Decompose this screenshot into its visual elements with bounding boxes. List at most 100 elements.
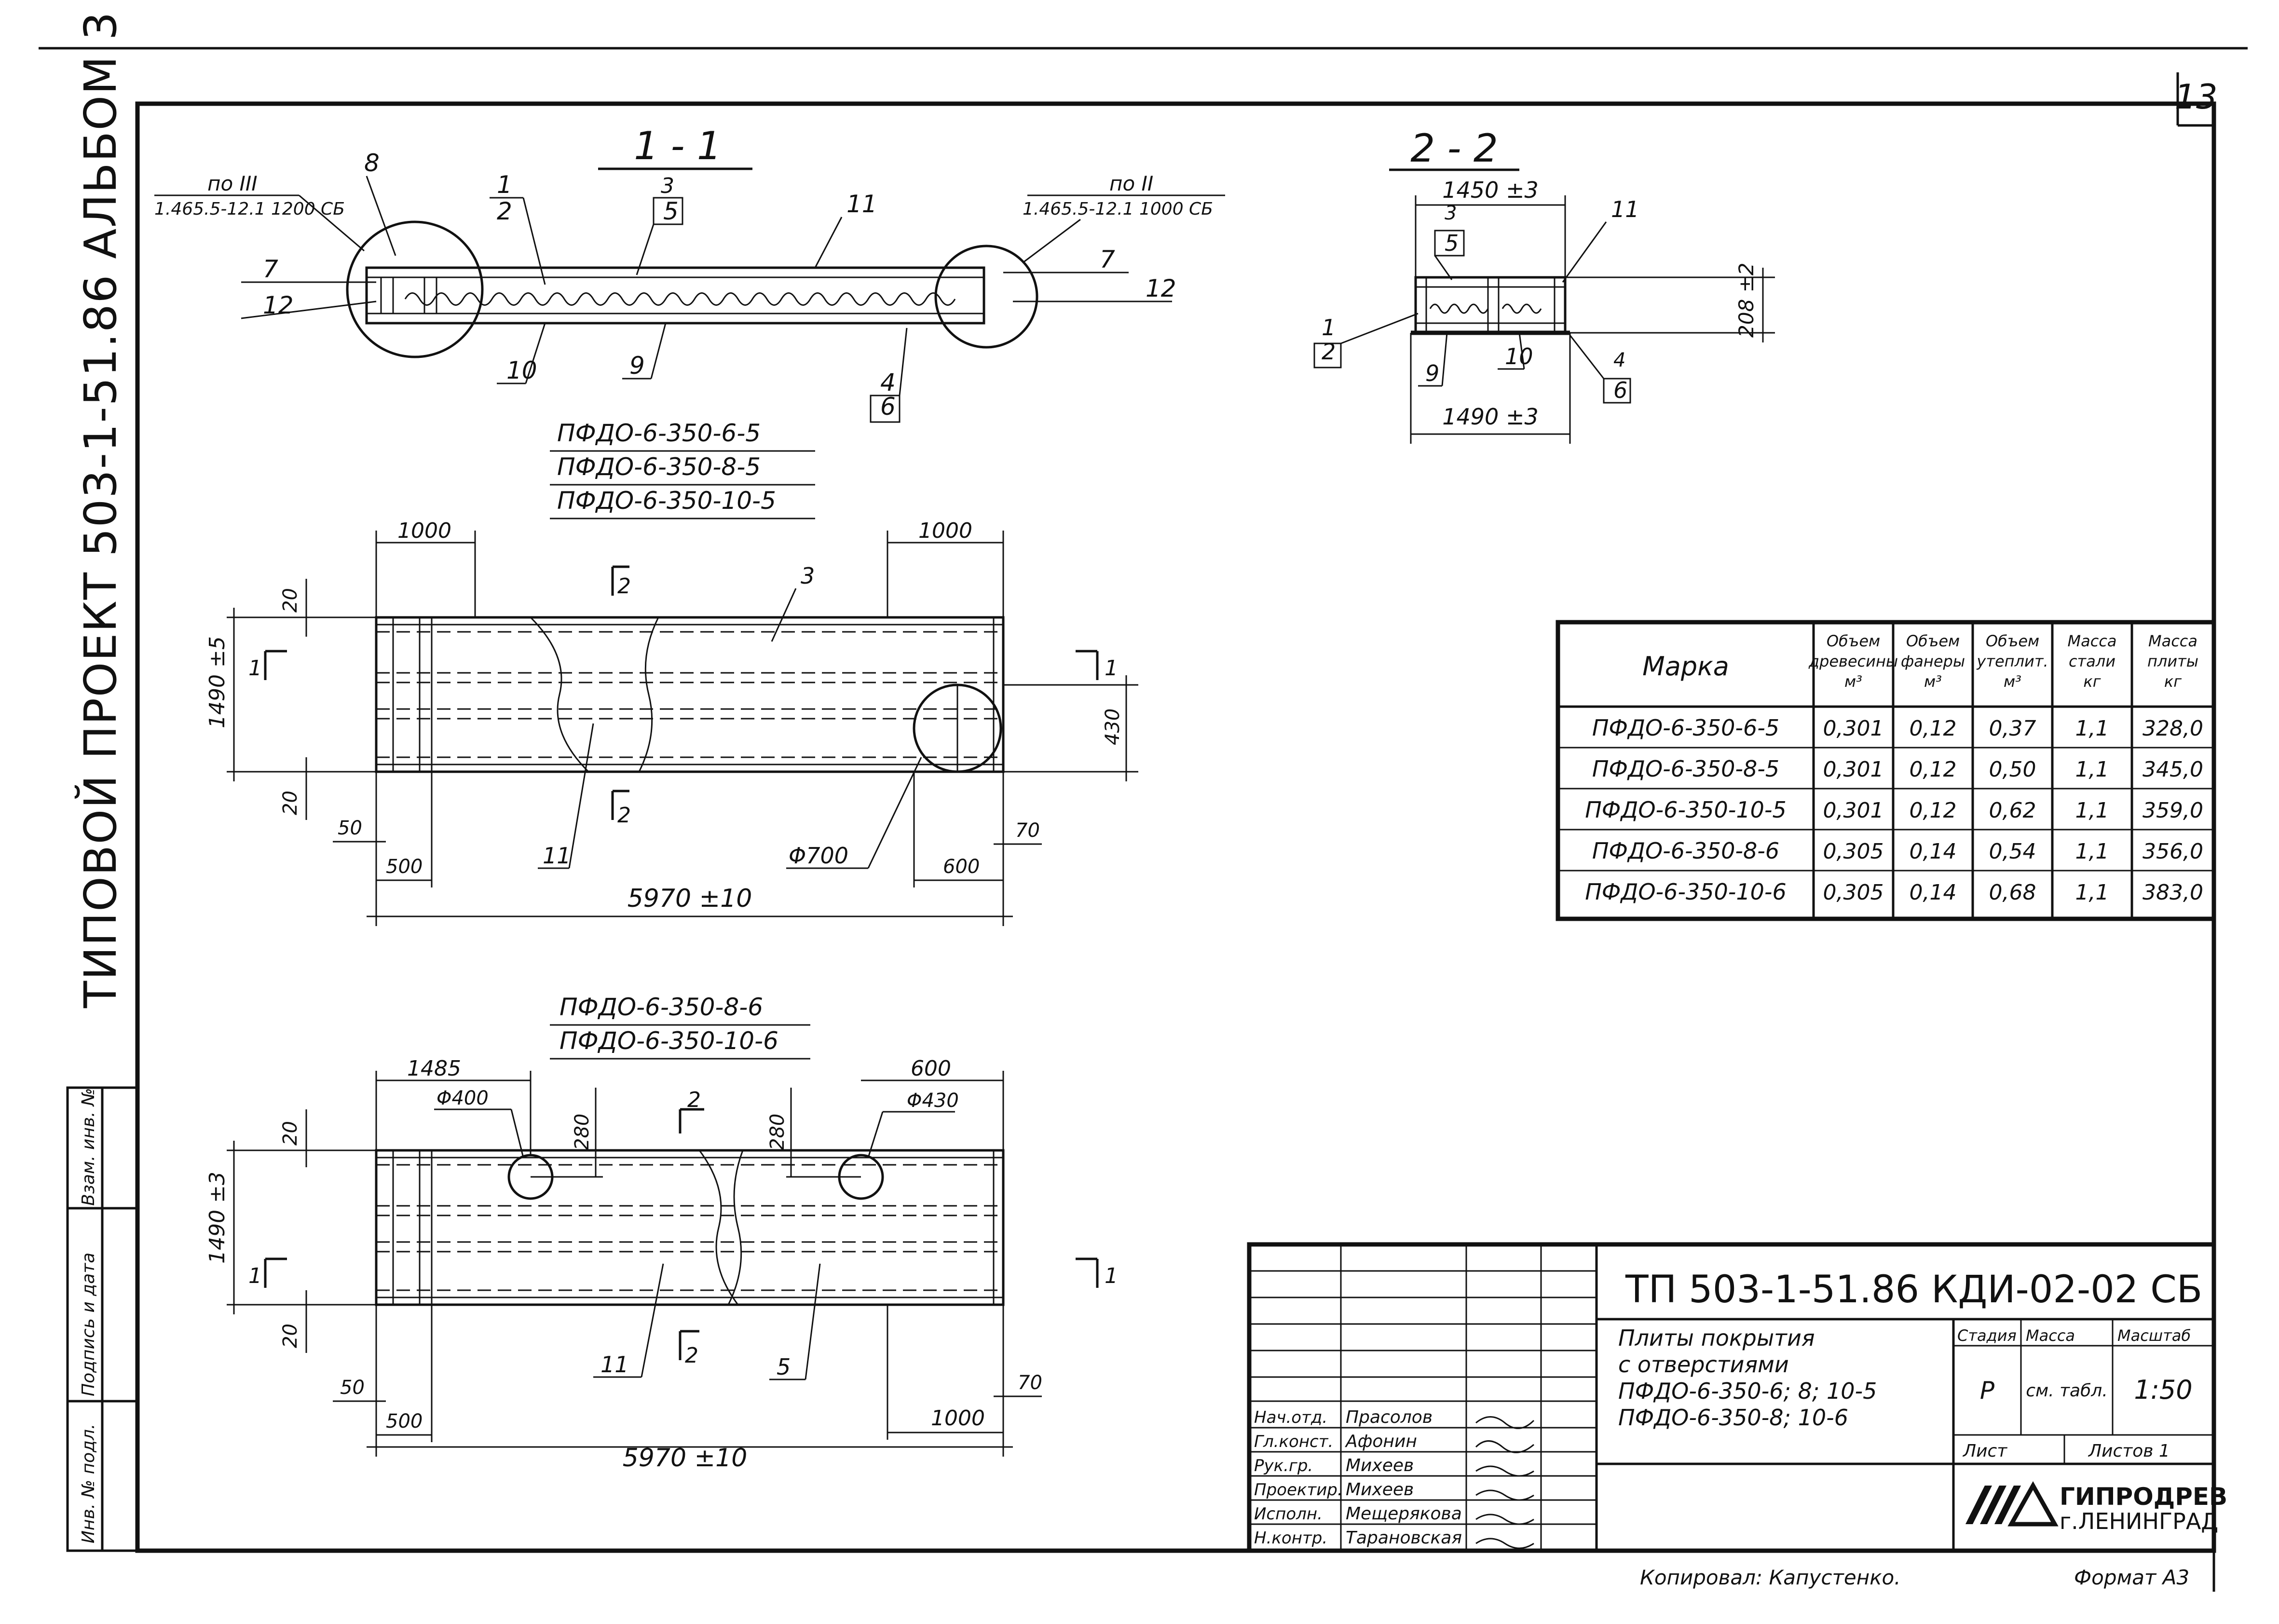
spec-header-3-line-2: м³	[2004, 672, 2021, 691]
plan-1-dim-600: 600	[943, 856, 980, 878]
section-1-title: 1 - 1	[634, 123, 722, 168]
s2-callout-3: 3	[1445, 202, 1457, 224]
section-1-1: 1 - 1 по III 1.465.5-12.1 1200 СБ по II …	[154, 123, 1225, 423]
callout-5: 5	[663, 197, 679, 225]
spec-cell-r0-c3: 0,37	[1989, 716, 2036, 741]
s2-callout-1: 1	[1322, 314, 1336, 341]
spec-cell-r1-c2: 0,12	[1910, 757, 1957, 782]
spec-header-4-line-1: стали	[2069, 652, 2115, 670]
plan-2-mark-1: ПФДО-6-350-8-6	[560, 993, 763, 1021]
spec-header-5-line-1: плиты	[2147, 652, 2198, 670]
plan-2-sec1-left: 1	[248, 1264, 262, 1288]
spec-cell-r1-c4: 1,1	[2075, 757, 2109, 782]
title-sheets: Листов 1	[2088, 1441, 2170, 1461]
title-scale: 1:50	[2134, 1375, 2192, 1405]
plan-2-dim-70: 70	[1018, 1372, 1042, 1394]
staff-name-2: Михеев	[1346, 1456, 1414, 1475]
spec-cell-r4-c5: 383,0	[2143, 880, 2203, 905]
spec-cell-r4-c1: 0,305	[1823, 880, 1884, 905]
title-city: г.ЛЕНИНГРАД	[2060, 1508, 2218, 1534]
callout-4: 4	[880, 368, 896, 396]
spec-header-1-line-2: м³	[1844, 672, 1862, 691]
plan-2-sec2-top: 2	[687, 1088, 701, 1112]
section-1-ref-left-1: по III	[207, 172, 258, 195]
plan-1-dim-edge-bottom: 20	[279, 791, 301, 815]
plan-2-hole-right: Φ430	[907, 1090, 959, 1112]
section-2-dim-top: 1450 ±3	[1442, 177, 1539, 203]
staff-role-0: Нач.отд.	[1254, 1408, 1327, 1427]
plan-1-sec2-bottom: 2	[617, 803, 631, 828]
title-col-stage: Стадия	[1957, 1326, 2017, 1345]
staff-name-4: Мещерякова	[1346, 1504, 1462, 1524]
s2-callout-4: 4	[1613, 349, 1625, 371]
callout-8: 8	[364, 149, 380, 177]
title-code: ТП 503-1-51.86 КДИ-02-02 СБ	[1625, 1268, 2202, 1311]
spec-header-mark: Марка	[1642, 651, 1729, 682]
side-label: ТИПОВОЙ ПРОЕКТ 503-1-51.86 АЛЬБОМ 3	[74, 11, 126, 1009]
title-mass: см. табл.	[2026, 1381, 2108, 1401]
staff-name-3: Михеев	[1346, 1480, 1414, 1500]
spec-cell-r0-c4: 1,1	[2075, 716, 2109, 741]
spec-cell-r2-c2: 0,12	[1910, 798, 1957, 823]
left-stamp-strip: Взам. инв. № Подпись и дата Инв. № подл.	[66, 1086, 139, 1552]
spec-cell-r0-c2: 0,12	[1910, 716, 1957, 741]
staff-role-4: Исполн.	[1254, 1504, 1323, 1524]
plan-1-mark-3: ПФДО-6-350-10-5	[557, 487, 776, 515]
plan-2-sec2-bottom: 2	[685, 1343, 698, 1368]
plan-view-2: ПФДО-6-350-8-6 ПФДО-6-350-10-6 1485 Φ400…	[205, 993, 1118, 1473]
spec-cell-r2-c5: 359,0	[2143, 798, 2203, 823]
plan-1-dim-70: 70	[1015, 819, 1040, 842]
section-1-ref-left-2: 1.465.5-12.1 1200 СБ	[154, 199, 345, 219]
callout-3: 3	[661, 174, 674, 198]
section-2-dim-bottom: 1490 ±3	[1442, 404, 1539, 430]
page-number: 13	[2174, 77, 2217, 117]
title-desc-1: Плиты покрытия	[1618, 1325, 1815, 1351]
spec-header-4-line-0: Масса	[2067, 632, 2116, 650]
section-2-title: 2 - 2	[1410, 126, 1498, 171]
plan-2-dim-50: 50	[340, 1377, 365, 1399]
staff-name-1: Афонин	[1345, 1432, 1417, 1451]
spec-cell-r2-c4: 1,1	[2075, 798, 2109, 823]
staff-name-5: Тарановская	[1346, 1528, 1462, 1548]
spec-header-5-line-2: кг	[2164, 672, 2182, 691]
spec-cell-r1-c0: ПФДО-6-350-8-5	[1592, 756, 1779, 782]
section-2-dim-height: 208 ±2	[1734, 263, 1758, 338]
s2-callout-6: 6	[1613, 377, 1627, 403]
callout-1: 1	[497, 171, 512, 199]
section-2-2: 2 - 2 1450 ±3 1490 ±3 208 ±2 3 5 11 1 2	[1313, 126, 1775, 444]
stamp-col-3: Инв. № подл.	[79, 1424, 98, 1543]
spec-header-3-line-1: утеплит.	[1976, 652, 2048, 670]
stamp-col-2: Подпись и дата	[79, 1253, 98, 1396]
stamp-col-1: Взам. инв. №	[79, 1088, 98, 1206]
spec-cell-r4-c0: ПФДО-6-350-10-6	[1585, 879, 1787, 905]
title-sheet: Лист	[1962, 1441, 2007, 1461]
staff-role-2: Рук.гр.	[1254, 1456, 1313, 1475]
plan-2-dim-width: 1490 ±3	[205, 1172, 230, 1264]
footer-copied: Копировал: Капустенко.	[1640, 1566, 1901, 1589]
callout-2: 2	[497, 197, 512, 225]
spec-header-2-line-1: фанеры	[1901, 652, 1965, 670]
plan-1-hole-label: Φ700	[789, 843, 848, 869]
spec-cell-r1-c3: 0,50	[1989, 757, 2036, 782]
plan-2-dim-600: 600	[911, 1056, 951, 1081]
spec-cell-r3-c1: 0,305	[1823, 839, 1884, 864]
spec-cell-r4-c3: 0,68	[1989, 880, 2036, 905]
spec-header-3-line-0: Объем	[1986, 632, 2039, 650]
callout-7-left: 7	[263, 255, 278, 283]
staff-role-3: Проектир.	[1254, 1480, 1343, 1500]
plan-2-dim-280a: 280	[571, 1114, 593, 1150]
callout-11: 11	[846, 190, 877, 218]
spec-cell-r2-c1: 0,301	[1823, 798, 1884, 823]
staff-role-1: Гл.конст.	[1254, 1432, 1333, 1451]
spec-cell-r3-c2: 0,14	[1910, 839, 1957, 864]
spec-cell-r3-c3: 0,54	[1989, 839, 2036, 864]
staff-name-0: Прасолов	[1346, 1407, 1433, 1427]
section-1-ref-right-2: 1.465.5-12.1 1000 СБ	[1023, 199, 1213, 219]
spec-cell-r1-c5: 345,0	[2143, 757, 2203, 782]
plan-2-dim-280b: 280	[766, 1114, 789, 1150]
title-col-mass: Масса	[2026, 1326, 2075, 1345]
plan-2-sec1-right: 1	[1105, 1264, 1118, 1288]
plan-2-callout-5: 5	[777, 1354, 791, 1380]
